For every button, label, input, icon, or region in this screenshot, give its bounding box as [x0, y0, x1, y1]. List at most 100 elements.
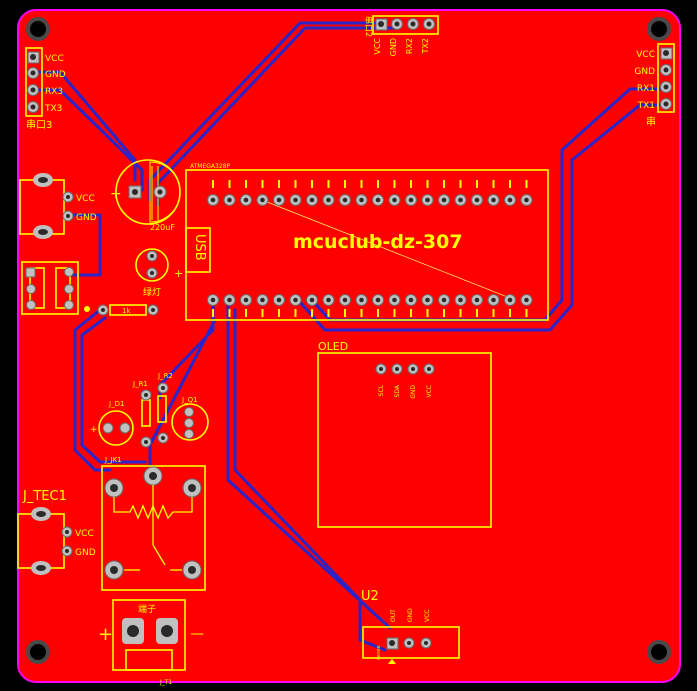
mcu-top-pin-hole: [276, 197, 282, 203]
mcu-top-pin-hole: [474, 197, 480, 203]
mcu-bottom-pin-hole: [243, 297, 249, 303]
u2-pin-vcc: VCC: [424, 610, 431, 622]
jd1-label: J_D1: [108, 400, 124, 408]
oled-module: OLED SCL SDA GND VCC: [317, 340, 492, 528]
mcu-top-pin-hole: [392, 197, 397, 203]
mcu-bottom-pin-silk-mark: [344, 309, 346, 317]
mcu-bottom-pin-silk-mark: [261, 309, 264, 317]
left-uart-ref: 串口3: [26, 119, 52, 131]
top-uart-pin-vcc: VCC: [373, 38, 382, 55]
mcu-bottom-pin-silk-mark: [228, 309, 231, 317]
jd1-plus: +: [90, 425, 98, 435]
led-plus-mark: +: [174, 267, 183, 280]
board-outline: [17, 9, 681, 683]
mcu-bottom-pin-hole: [276, 297, 282, 303]
mcu-bottom-pin-hole: [227, 297, 232, 303]
mcu-top-pin-silk-mark: [393, 180, 396, 188]
mcu-top-pin-hole: [342, 197, 348, 203]
oled-pin-sda: SDA: [394, 384, 401, 397]
right-uart-pin-gnd: GND: [634, 67, 655, 77]
relay: [101, 465, 206, 591]
mcu-bottom-pin-silk-mark: [278, 309, 280, 317]
left-uart-header: VCC GND RX3 TX3 串口3: [25, 47, 66, 131]
mcu-top-pin-silk-mark: [492, 180, 495, 188]
terminal-label: 端子: [138, 603, 156, 615]
green-led: + 绿灯: [135, 248, 183, 298]
mcu-top-pin-silk-mark: [360, 180, 363, 188]
mcu-bottom-pin-silk-mark: [509, 309, 511, 317]
mcu-top-pin-hole: [293, 197, 298, 203]
mcu-top-pin-hole: [425, 197, 430, 203]
mcu-module: USB ATMEGA328P mcuclub-dz-307: [185, 163, 549, 321]
mcu-bottom-pin-silk-mark: [492, 309, 495, 317]
power-pin-gnd: GND: [76, 213, 97, 223]
mcu-bottom-pin-hole: [441, 297, 447, 303]
mcu-bottom-pin-hole: [293, 297, 298, 303]
mcu-top-pin-silk-mark: [426, 180, 429, 188]
u2-sub-label: sense: [376, 645, 382, 660]
mcu-ref-label: ATMEGA328P: [190, 163, 230, 170]
mcu-bottom-pin-hole: [458, 297, 463, 303]
mcu-top-pin-silk-mark: [212, 180, 214, 188]
top-uart-pin-rx: RX2: [405, 38, 414, 54]
jr1-label: J_R1: [132, 380, 148, 388]
mcu-top-pin-silk-mark: [344, 180, 346, 188]
tec-pin-gnd: GND: [75, 548, 96, 558]
mcu-top-pin-hole: [260, 197, 265, 203]
electrolytic-capacitor: + 220uF: [110, 159, 181, 232]
left-uart-pin-vcc: VCC: [45, 54, 64, 64]
mcu-bottom-pin-silk-mark: [459, 309, 462, 317]
mcu-top-pin-hole: [210, 197, 216, 203]
usb-label: USB: [192, 234, 207, 261]
mcu-bottom-pin-silk-mark: [360, 309, 363, 317]
top-uart-pin-tx: TX2: [421, 38, 430, 54]
mcu-top-pin-silk-mark: [525, 180, 528, 188]
tec-pin-vcc: VCC: [75, 529, 94, 539]
mcu-bottom-pin-hole: [491, 297, 496, 303]
tec-ref-label: J_TEC1: [22, 489, 67, 504]
mcu-top-pin-hole: [227, 197, 232, 203]
mcu-bottom-pin-hole: [210, 297, 216, 303]
mcu-top-pin-hole: [326, 197, 331, 203]
mcu-top-pin-hole: [408, 197, 414, 203]
mcu-top-pin-silk-mark: [245, 180, 247, 188]
mcu-top-pin-hole: [524, 197, 529, 203]
right-uart-pin-rx: RX1: [637, 84, 655, 94]
mcu-top-pin-silk-mark: [509, 180, 511, 188]
oled-pin-gnd: GND: [410, 385, 417, 399]
cap-plus-mark: +: [110, 186, 122, 202]
mcu-bottom-pin-silk-mark: [311, 309, 313, 317]
mcu-top-pin-silk-mark: [278, 180, 280, 188]
mcu-top-pin-silk-mark: [443, 180, 445, 188]
jr2-label: J_R2: [157, 372, 173, 380]
u2-pin-gnd: GND: [407, 608, 414, 622]
mcu-top-pin-silk-mark: [311, 180, 313, 188]
mcu-bottom-pin-silk-mark: [410, 309, 412, 317]
mcu-top-pin-hole: [491, 197, 496, 203]
mcu-bottom-pin-hole: [309, 297, 315, 303]
right-uart-pin-tx: TX1: [637, 101, 655, 111]
mcu-bottom-pin-hole: [359, 297, 364, 303]
oled-pin-vcc: VCC: [426, 385, 433, 397]
power-pin-vcc: VCC: [76, 194, 95, 204]
board-title: mcuclub-dz-307: [293, 231, 463, 253]
mcu-top-pin-hole: [375, 197, 381, 203]
mcu-bottom-pin-silk-mark: [212, 309, 214, 317]
mcu-bottom-pin-silk-mark: [426, 309, 429, 317]
left-uart-pin-rx: RX3: [45, 87, 63, 97]
mcu-bottom-pin-silk-mark: [245, 309, 247, 317]
u2-pin-out: OUT: [390, 609, 397, 622]
mcu-top-pin-row: [207, 180, 533, 206]
u2-module: U2 OUT GND VCC sense: [361, 589, 460, 664]
mcu-bottom-pin-silk-mark: [393, 309, 396, 317]
resistor-1k: 1k: [84, 304, 159, 316]
left-uart-pin-tx: TX3: [44, 104, 62, 114]
mcu-bottom-pin-hole: [524, 297, 529, 303]
mcu-top-pin-hole: [309, 197, 315, 203]
mcu-top-pin-hole: [243, 197, 249, 203]
mcu-bottom-pin-silk-mark: [294, 309, 297, 317]
right-uart-header: VCC GND RX1 TX1 串: [634, 43, 675, 128]
mcu-bottom-pin-hole: [375, 297, 381, 303]
